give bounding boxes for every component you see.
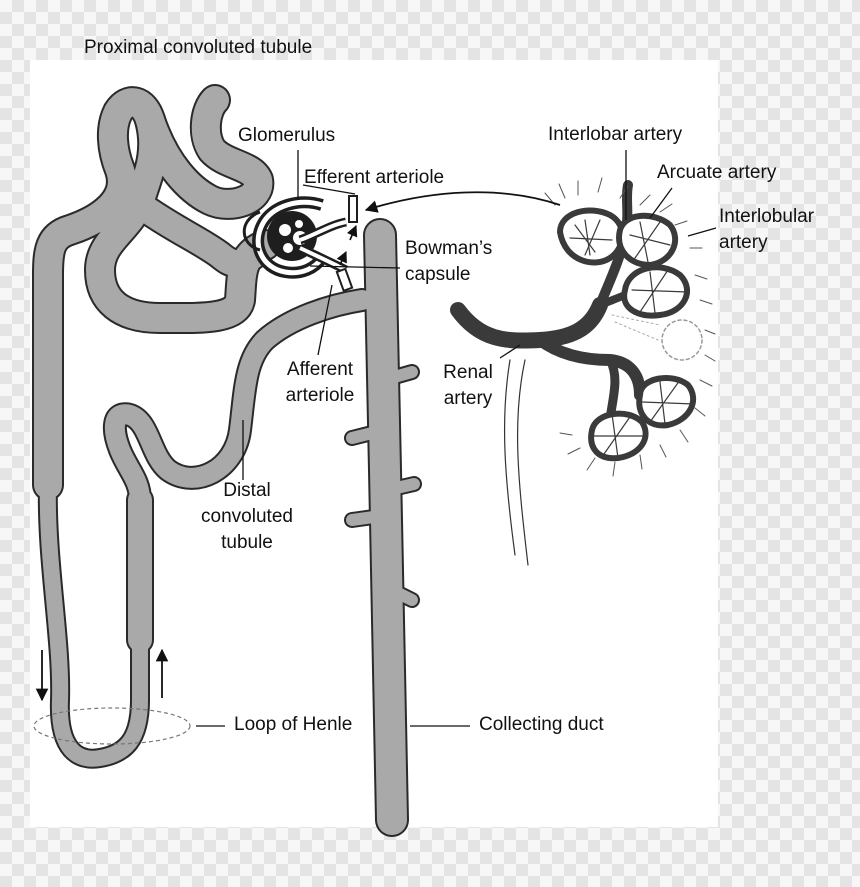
leader-bowmans [309, 265, 401, 269]
leader-renal [499, 344, 521, 359]
label-arcuate-artery: Arcuate artery [657, 162, 777, 183]
label-distal-3: tubule [221, 532, 273, 553]
ureter-line-1 [503, 359, 516, 556]
blood-flow-arrow [364, 191, 561, 213]
label-glomerulus: Glomerulus [238, 125, 336, 146]
label-interlobular-artery-1: Interlobular [719, 206, 815, 227]
label-interlobar-artery: Interlobar artery [548, 124, 683, 145]
label-renal-artery-2: artery [443, 388, 493, 409]
label-efferent-arteriole: Efferent arteriole [304, 167, 445, 188]
ureter-line-2 [516, 359, 529, 566]
label-proximal-convoluted-tubule: Proximal convoluted tubule [84, 37, 313, 58]
glomerulus-capsule [242, 195, 358, 293]
label-distal-2: convoluted [201, 506, 293, 527]
leader-interlobular [687, 227, 717, 237]
lobe-4 [636, 375, 697, 429]
label-afferent-arteriole-2: arteriole [285, 385, 355, 406]
nephron-tubule [32, 84, 422, 837]
interlobular-fringe [544, 177, 716, 477]
leader-efferent [302, 184, 356, 195]
label-bowmans-capsule-2: capsule [405, 264, 471, 285]
lobe-faint [661, 319, 703, 361]
label-distal-1: Distal [223, 480, 271, 501]
renal-artery-vessel [450, 297, 608, 349]
label-interlobular-artery-2: artery [719, 232, 768, 253]
label-afferent-arteriole-1: Afferent [286, 359, 354, 380]
label-collecting-duct: Collecting duct [479, 714, 604, 735]
leader-arcuate [649, 187, 673, 219]
lobe-1 [556, 207, 626, 266]
kidney-vasculature [450, 177, 716, 566]
label-bowmans-capsule-1: Bowman’s [405, 238, 493, 259]
leader-afferent [317, 284, 333, 356]
leader-lines [33, 150, 717, 745]
label-renal-artery-1: Renal [443, 362, 493, 383]
label-loop-of-henle: Loop of Henle [234, 714, 353, 735]
loop-of-henle-ellipse [33, 707, 191, 745]
